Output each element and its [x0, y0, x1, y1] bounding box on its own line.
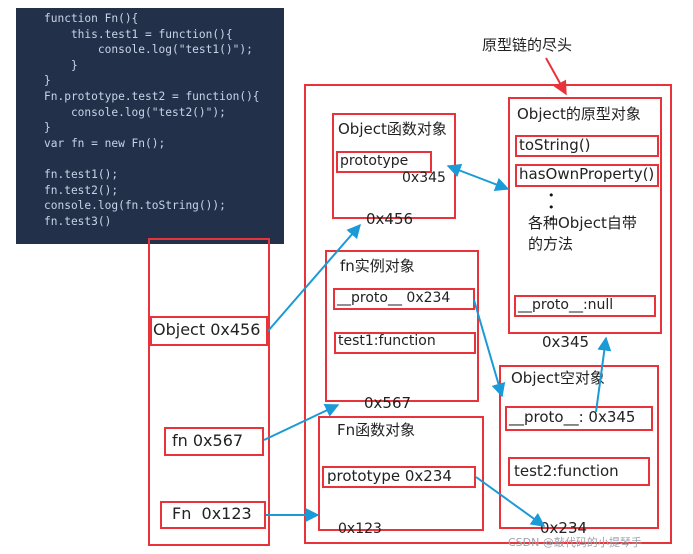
empty-proto-label: __proto__: 0x345 [509, 408, 636, 426]
object-ref-label: Object 0x456 [153, 320, 261, 339]
object-ref-arrow [267, 223, 361, 332]
fn-instance-address: 0x567 [364, 394, 412, 412]
Fn-ref-box [160, 501, 266, 529]
object-prototype-address: 0x345 [542, 333, 590, 351]
tostring-field [515, 135, 659, 157]
object-prototype-box [508, 97, 662, 334]
Fn-function-title: Fn函数对象 [337, 421, 416, 439]
fn-proto-field [333, 288, 475, 310]
fn-proto-label: __proto__ 0x234 [337, 290, 451, 306]
empty-proto-arrow [595, 336, 612, 413]
code-line: } [44, 58, 78, 72]
stack-frame [148, 238, 270, 546]
builtin-methods-desc: 各种Object自带 的方法 [528, 214, 637, 253]
object-prototype-title: Object的原型对象 [517, 105, 641, 123]
empty-proto-field [505, 406, 653, 431]
code-line: console.log("test1()"); [44, 43, 253, 57]
code-line: Fn.prototype.test2 = function(){ [44, 89, 260, 103]
caption: 原型链的尽头 [482, 36, 573, 54]
object-ref-box [150, 316, 268, 346]
object-function-address: 0x456 [366, 210, 414, 228]
empty-object-title: Object空对象 [511, 369, 605, 387]
watermark: CSDN @敲代码的小提琴手 [508, 536, 642, 549]
hasownproperty-label: hasOwnProperty() [519, 165, 655, 183]
heap-frame [304, 84, 672, 544]
test1-field [334, 332, 476, 354]
object-proto-null-label: __proto__:null [518, 297, 614, 313]
code-line: } [44, 74, 51, 88]
tostring-label: toString() [519, 136, 591, 154]
fn-ref-arrow [263, 404, 340, 441]
caption-arrow [545, 57, 567, 96]
Fn-prototype-label: prototype 0x234 [327, 467, 452, 485]
Fn-prototype-arrow [475, 476, 546, 527]
fn-instance-box [325, 250, 479, 402]
code-line: fn.test3() [44, 214, 112, 228]
fn-proto-arrow [473, 299, 506, 398]
code-line: console.log(fn.toString()); [44, 199, 226, 213]
test2-field [508, 457, 650, 486]
Fn-ref-label: Fn 0x123 [172, 504, 252, 523]
code-line: function Fn(){ [44, 12, 139, 25]
test1-label: test1:function [338, 333, 436, 349]
ellipsis-dots: • • • [548, 189, 555, 226]
test2-label: test2:function [514, 462, 619, 480]
Fn-function-box [318, 416, 484, 531]
code-line: fn.test1(); [44, 167, 119, 181]
code-line: this.test1 = function(){ [44, 27, 233, 41]
code-line: console.log("test2()"); [44, 105, 226, 119]
object-prototype-address: 0x345 [402, 170, 446, 186]
empty-object-box [499, 365, 659, 529]
fn-instance-title: fn实例对象 [340, 257, 415, 275]
fn-ref-label: fn 0x567 [172, 431, 244, 450]
code-line: fn.test2(); [44, 183, 119, 197]
empty-object-address: 0x234 [540, 519, 588, 537]
fn-ref-box [164, 427, 264, 456]
hasownproperty-field [515, 164, 659, 187]
object-function-title: Object函数对象 [338, 120, 447, 138]
Fn-prototype-field [322, 466, 476, 488]
code-line: } [44, 121, 51, 135]
code-panel: function Fn(){ this.test1 = function(){ … [16, 8, 284, 244]
object-prototype-field [336, 151, 432, 173]
object-proto-null-field [514, 295, 656, 317]
object-prototype-label: prototype [340, 153, 409, 169]
object-prototype-arrow [446, 163, 510, 192]
code-line: var fn = new Fn(); [44, 136, 166, 150]
Fn-function-address: 0x123 [338, 521, 382, 537]
